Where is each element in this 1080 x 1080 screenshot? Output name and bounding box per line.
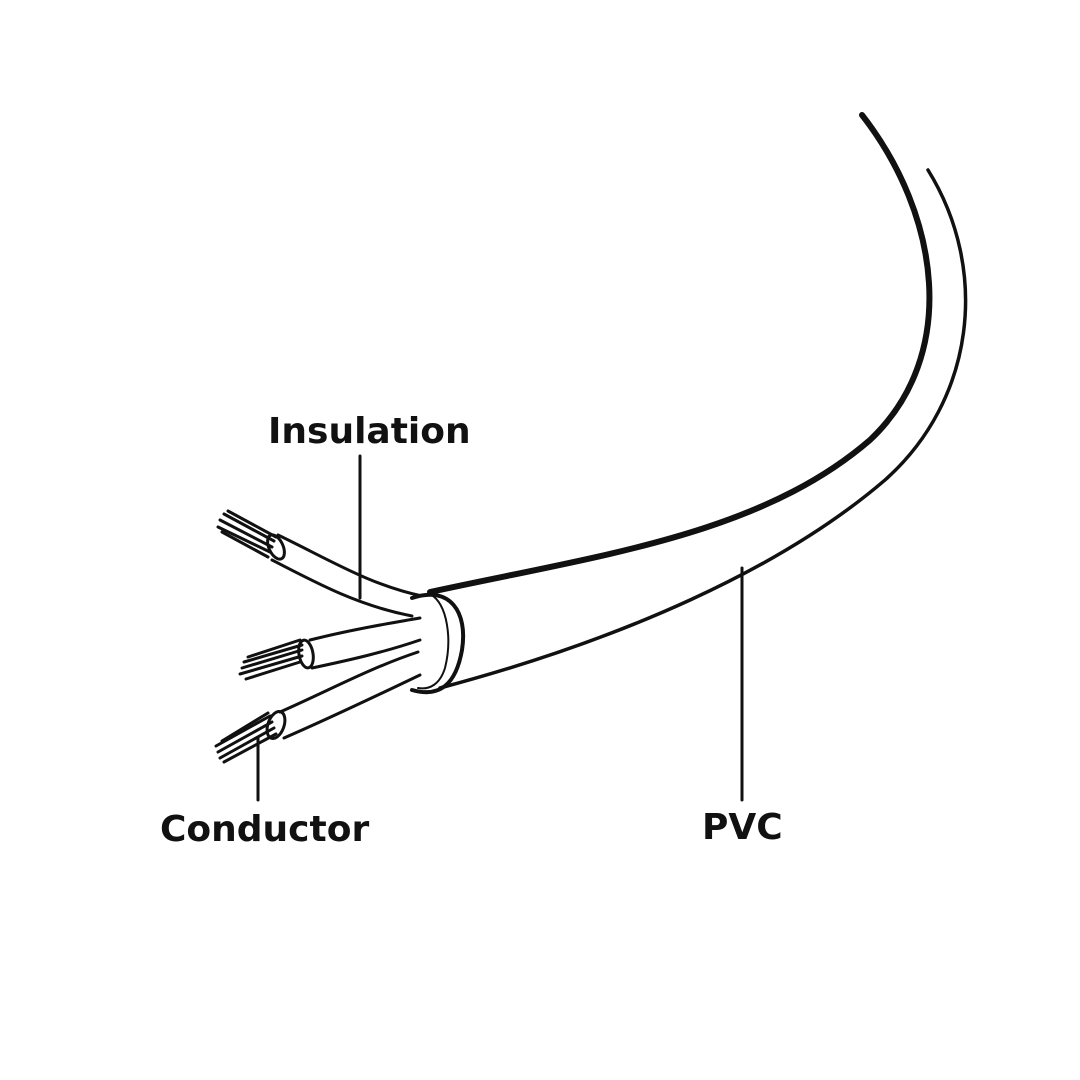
- wire-bottom-insulation-upper: [278, 650, 420, 714]
- wire-middle-insulation-upper: [308, 616, 422, 642]
- pvc-jacket-opening: [410, 592, 466, 695]
- insulation-label: Insulation: [268, 411, 471, 452]
- conductor-bottom-strands: [214, 711, 278, 764]
- wire-bottom-insulation-lower: [282, 673, 422, 740]
- conductor-top-strands: [216, 509, 278, 559]
- pvc-jacket-opening-lip: [417, 593, 450, 690]
- pvc-jacket-bottom-edge: [438, 168, 968, 690]
- pvc-jacket-top-edge: [427, 112, 933, 595]
- wire-top-insulation-lower: [270, 558, 414, 618]
- wire-top-insulation-upper: [276, 533, 424, 598]
- conductor-middle-strands: [238, 638, 304, 681]
- wire-middle-insulation-end: [297, 638, 315, 670]
- conductor-label: Conductor: [160, 809, 370, 850]
- pvc-label: PVC: [702, 807, 783, 848]
- wire-middle-insulation-lower: [310, 638, 422, 670]
